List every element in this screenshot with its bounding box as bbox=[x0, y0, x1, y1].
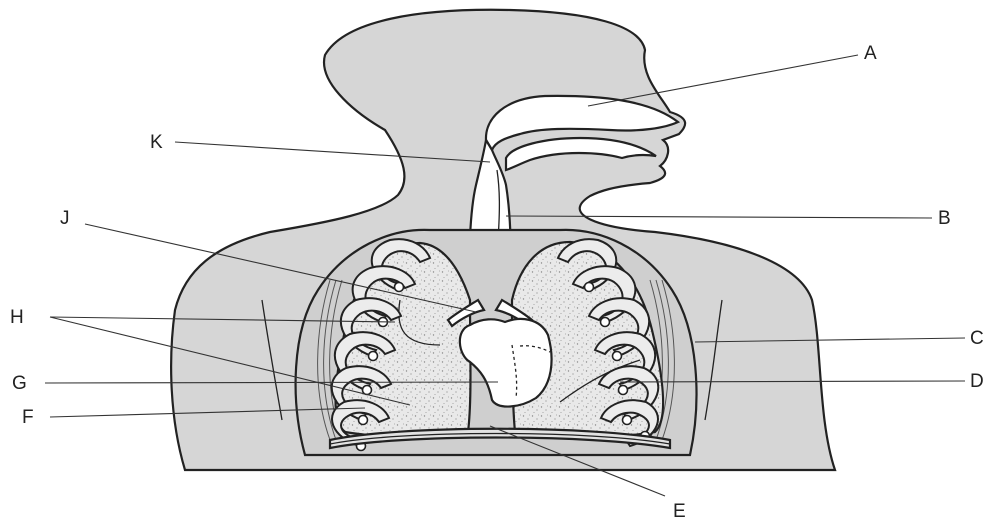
label-e: E bbox=[673, 501, 686, 522]
label-g: G bbox=[12, 373, 27, 394]
label-c: C bbox=[970, 328, 984, 349]
label-f: F bbox=[22, 407, 34, 428]
label-d: D bbox=[970, 371, 984, 392]
label-a: A bbox=[864, 43, 877, 64]
label-b: B bbox=[938, 208, 951, 229]
label-k: K bbox=[150, 132, 163, 153]
label-h: H bbox=[10, 307, 24, 328]
label-j: J bbox=[60, 208, 70, 229]
